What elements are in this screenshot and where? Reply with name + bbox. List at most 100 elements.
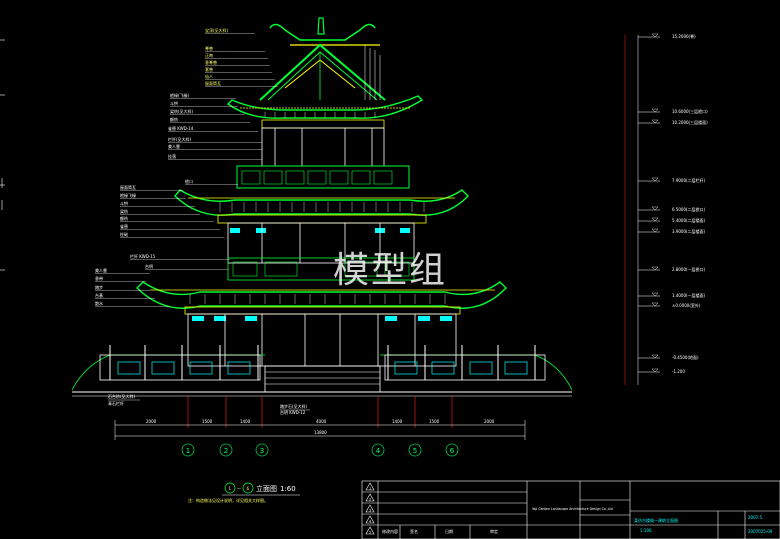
third-storey — [236, 127, 410, 189]
axis-red-lines — [187, 396, 453, 428]
top-roof — [226, 17, 424, 129]
revision-mark-1: 1 — [369, 487, 371, 491]
left-label-18: 斗拱 — [120, 200, 128, 206]
axis-label-2: 2 — [224, 447, 228, 455]
bottom-annotations: 石台阶(见大样) 青石栏杆 踏步石(见大样) 台明 KWD-12 — [108, 393, 310, 415]
left-label-23: 栏杆 KWD-15 — [130, 253, 156, 259]
tb-scale: 1:100 — [640, 528, 652, 533]
left-label-11: 雀替 KWD-14 — [168, 125, 194, 131]
view-scale: 1:60 — [280, 485, 296, 493]
watermark: 模型组 — [333, 250, 447, 291]
left-label-20: 额枋 — [120, 215, 128, 221]
elevation-label-5: 5.4000(二层楼面) — [672, 217, 706, 223]
left-label-19: 梁枋 — [120, 208, 128, 214]
left-label-24: 台明 — [145, 263, 153, 269]
left-label-27: 踏步 — [95, 284, 103, 290]
revision-mark-4: 4 — [369, 520, 372, 524]
dimension-2: 1400 — [240, 419, 251, 424]
elevation-marker-5 — [651, 217, 659, 222]
left-label-2: 正吻 — [205, 52, 213, 58]
axis-bubble-3 — [255, 443, 269, 457]
axis-bubble-1 — [181, 443, 195, 457]
dimension-4: 1400 — [392, 419, 403, 424]
elevation-marker-7 — [651, 266, 659, 271]
axis-label-5: 5 — [413, 447, 417, 455]
dimension-5: 1500 — [429, 419, 440, 424]
elevation-label-2: 10.2000(三层楼面) — [672, 119, 708, 125]
left-label-25: 美人靠 — [95, 267, 107, 273]
elevation-marker-0 — [651, 33, 659, 38]
bottom-label-4: 台明 KWD-12 — [280, 409, 306, 415]
left-margin-marks — [0, 39, 5, 271]
title-block — [361, 480, 780, 539]
revision-mark-2: 2 — [369, 498, 371, 502]
elevation-marker-9 — [651, 302, 659, 307]
axis-bubble-4 — [371, 443, 385, 457]
elevation-label-8: 1.4000(一层楼面) — [672, 292, 706, 298]
dimension-1: 1500 — [202, 419, 213, 424]
left-label-3: 垂脊兽 — [205, 59, 217, 65]
left-annotation-labels: 宝顶(见大样)脊兽正吻垂脊兽套兽仙人屋面筒瓦檐椽(飞椽)斗拱梁枋(见大样)额枋雀… — [95, 27, 278, 307]
left-label-17: 檐椽飞椽 — [120, 192, 136, 198]
dimension-6: 2000 — [484, 419, 495, 424]
elevation-label-6: 3.9000(二层楼面) — [672, 228, 706, 234]
axis-bubble-2 — [219, 443, 233, 457]
left-label-14: 挂落 — [168, 153, 176, 159]
elevation-marker-3 — [651, 177, 659, 182]
tb-header-4: 审定 — [490, 528, 498, 534]
dimension-0: 2000 — [146, 419, 157, 424]
elevation-scale — [624, 35, 639, 385]
left-label-15: 檐口 — [185, 178, 193, 184]
left-label-22: 柱础 — [120, 231, 128, 237]
left-label-4: 套兽 — [205, 66, 213, 72]
elevation-label-7: 2.8000(一层檐口) — [672, 266, 706, 272]
tb-number: 2007025-09 — [748, 529, 773, 534]
bottom-label-3: 踏步石(见大样) — [280, 403, 308, 409]
elevation-label-10: -0.4500(地面) — [672, 354, 699, 360]
drawing-note: 注：构造做法见设计说明，详见相关大样图。 — [188, 497, 268, 503]
second-storey — [227, 222, 415, 281]
second-roof — [174, 189, 469, 233]
dimension-total: 13800 — [314, 430, 327, 435]
axis-label-1: 1 — [186, 447, 190, 455]
left-label-10: 额枋 — [170, 116, 178, 122]
elevation-marker-10 — [651, 354, 659, 359]
left-label-5: 仙人 — [205, 73, 213, 79]
bottom-label-2: 青石栏杆 — [108, 400, 124, 406]
dimension-lines — [114, 420, 526, 440]
svg-text:—: — — [237, 486, 241, 491]
ground-storey — [187, 313, 457, 367]
left-label-1: 脊兽 — [205, 45, 213, 51]
dimension-3: 4000 — [316, 419, 327, 424]
elevation-marker-8 — [651, 292, 659, 297]
left-label-29: 散水 — [95, 300, 103, 306]
axis-bubble-6 — [445, 443, 459, 457]
tb-header-2: 签名 — [410, 528, 418, 534]
elevation-label-0: 15.2000(脊) — [672, 33, 696, 39]
title-ref-start: 1 — [229, 486, 232, 491]
tb-header-1: 修改内容 — [382, 528, 398, 534]
first-roof — [136, 281, 507, 321]
elevation-marker-6 — [651, 228, 659, 233]
elevation-label-4: 6.5000(二层檐口) — [672, 206, 706, 212]
view-title: 1 — 6 立面图 1:60 注：构造做法见设计说明，详见相关大样图。 — [188, 482, 300, 503]
axis-bubble-5 — [408, 443, 422, 457]
elevation-label-11: -1.200 — [672, 369, 685, 374]
left-label-21: 雀替 — [120, 223, 128, 229]
left-label-6: 屋面筒瓦 — [205, 80, 221, 86]
elevation-marker-1 — [651, 108, 659, 113]
view-title-text: 立面图 — [256, 484, 277, 493]
tb-drawing-name: 某仿古楼阁—建筑立面图 — [634, 517, 678, 523]
left-label-12: 栏杆(见大样) — [168, 136, 192, 142]
left-label-0: 宝顶(见大样) — [205, 27, 229, 33]
left-label-16: 屋面筒瓦 — [120, 184, 136, 190]
axis-label-3: 3 — [260, 447, 264, 455]
title-ref-end: 6 — [247, 486, 250, 491]
elevation-marker-11 — [651, 368, 659, 373]
elevation-label-3: 7.9000(二层栏杆) — [672, 177, 706, 183]
tb-company: Yaji Garden Landscape Architecture Desig… — [532, 507, 613, 511]
elevation-marker-2 — [651, 119, 659, 124]
left-label-8: 斗拱 — [170, 100, 178, 106]
